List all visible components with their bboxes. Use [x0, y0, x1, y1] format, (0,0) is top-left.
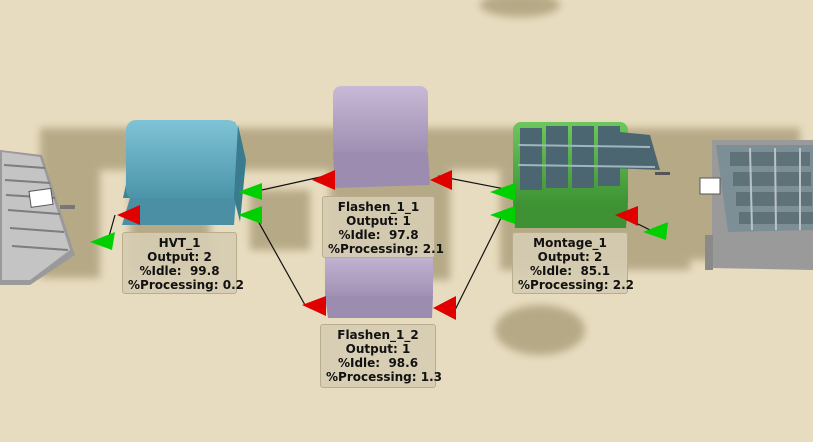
flashen12-input-port-icon [302, 296, 326, 316]
hvt-out-b-port-icon [238, 206, 262, 224]
station-processing: %Processing: 2.2 [518, 278, 634, 292]
station-idle: %Idle: 97.8 [338, 228, 419, 242]
station-idle: %Idle: 99.8 [139, 264, 220, 278]
station-name: HVT_1 [158, 236, 201, 250]
station-name: Flashen_1_1 [337, 200, 420, 214]
station-output: Output: 1 [345, 342, 411, 356]
flashen11-output-port-icon [430, 170, 452, 190]
montage-station-box[interactable] [513, 122, 670, 228]
station-label-montage[interactable]: Montage_1 Output: 2 %Idle: 85.1 %Process… [512, 232, 634, 294]
flashen-1-2-station-box[interactable] [325, 250, 433, 318]
flashen11-input-port-icon [312, 170, 335, 190]
station-output: Output: 2 [537, 250, 603, 264]
conveyor-right[interactable] [699, 140, 813, 270]
montage-in-a-port-icon [490, 183, 515, 201]
conveyor-left[interactable] [0, 150, 75, 285]
port-markers[interactable] [90, 170, 668, 320]
montage-in-b-port-icon [490, 206, 515, 224]
flashen-1-1-station-box[interactable] [333, 86, 430, 188]
station-processing: %Processing: 0.2 [128, 278, 244, 292]
station-processing: %Processing: 1.3 [326, 370, 442, 384]
station-label-flashen-1-1[interactable]: Flashen_1_1 Output: 1 %Idle: 97.8 %Proce… [322, 196, 444, 258]
hvt-out-a-port-icon [238, 183, 262, 200]
montage-output-port-icon [615, 206, 638, 226]
station-name: Flashen_1_2 [337, 328, 419, 342]
station-processing: %Processing: 2.1 [328, 242, 444, 256]
hvt-station-box[interactable] [122, 120, 246, 225]
station-idle: %Idle: 85.1 [529, 264, 611, 278]
hvt-output-port-icon [117, 205, 140, 225]
station-label-hvt[interactable]: HVT_1 Output: 2 %Idle: 99.8 %Processing:… [122, 232, 244, 294]
station-label-flashen-1-2[interactable]: Flashen_1_2 Output: 1 %Idle: 98.6 %Proce… [320, 324, 442, 388]
hvt-input-port-icon [90, 232, 115, 250]
station-output: Output: 1 [346, 214, 411, 228]
station-name: Montage_1 [533, 236, 607, 250]
station-output: Output: 2 [147, 250, 212, 264]
flashen12-output-port-icon [433, 296, 456, 320]
station-idle: %Idle: 98.6 [337, 356, 419, 370]
montage-downstream-port-icon [643, 222, 668, 240]
